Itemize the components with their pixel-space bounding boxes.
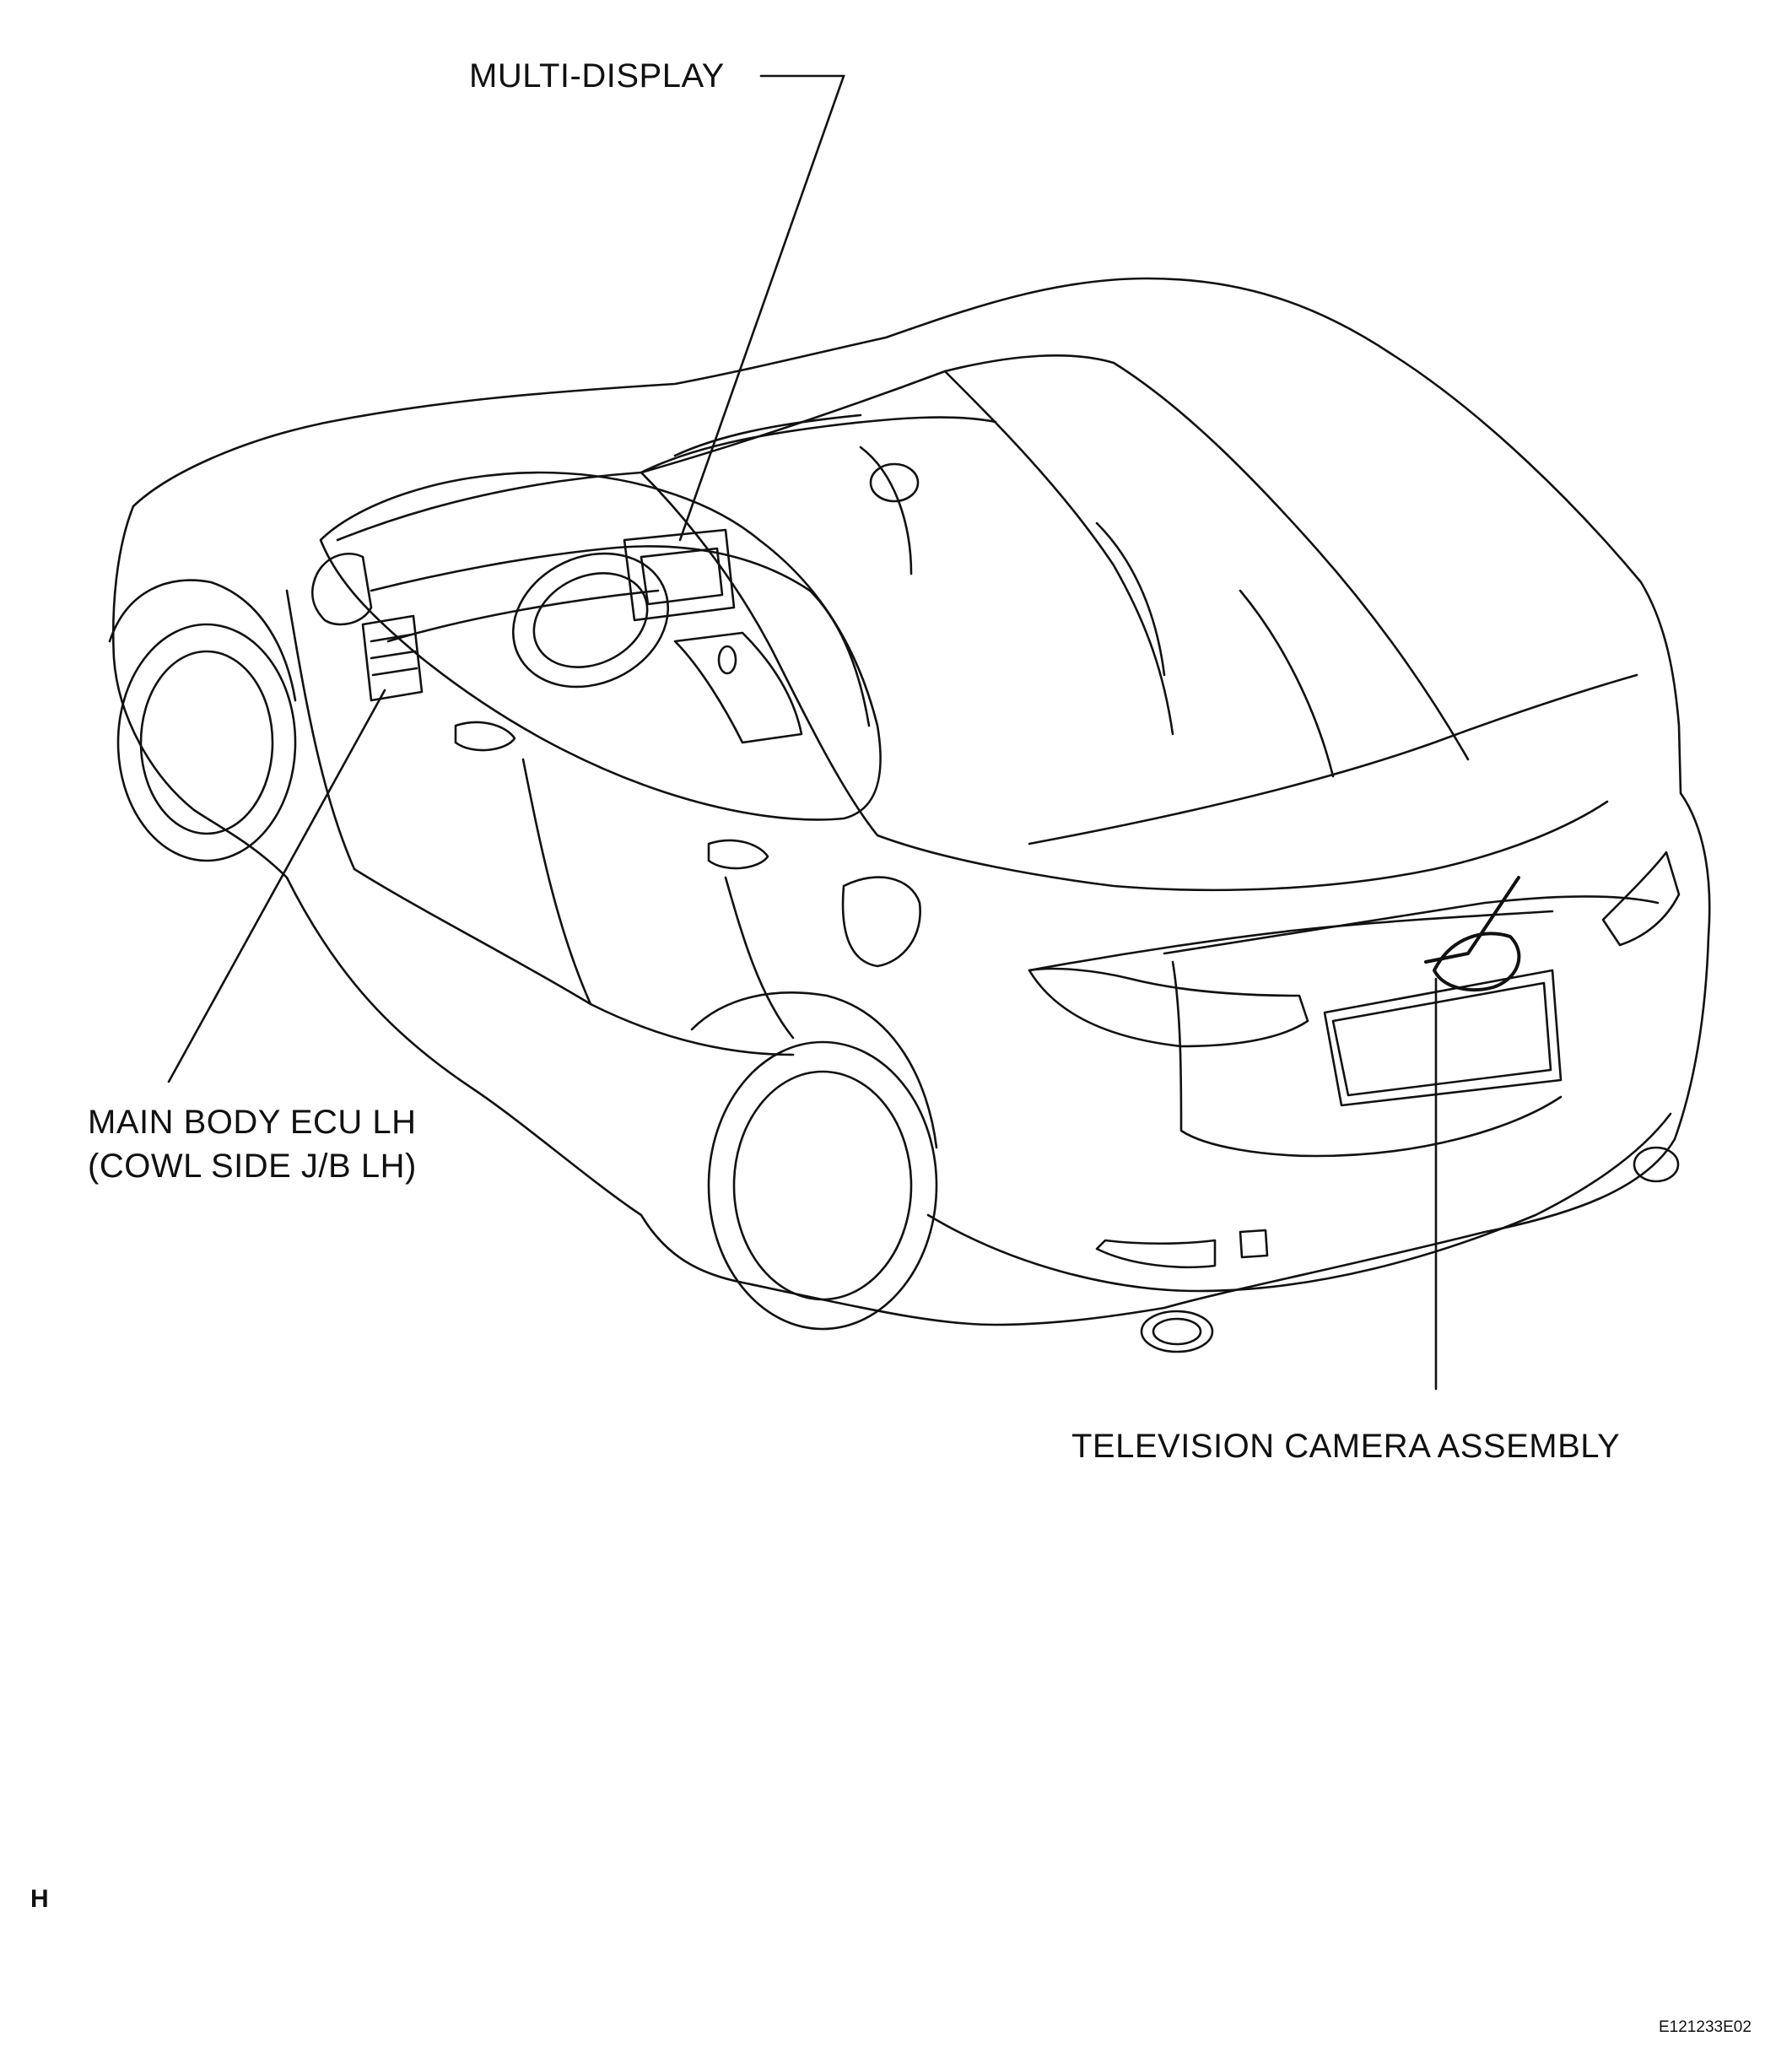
page-letter: H: [30, 1885, 49, 1913]
car-outline: [110, 278, 1709, 1352]
television-camera-label: TELEVISION CAMERA ASSEMBLY: [1071, 1428, 1621, 1465]
main-body-ecu-label-line2: (COWL SIDE J/B LH): [88, 1148, 417, 1185]
multi-display-label: MULTI-DISPLAY: [469, 57, 725, 95]
leader-line-multi-display: [680, 76, 844, 540]
figure-code: E121233E02: [1659, 2018, 1752, 2036]
main-body-ecu-label: MAIN BODY ECU LH (COWL SIDE J/B LH): [88, 1100, 417, 1188]
leader-lines: [169, 76, 1436, 1389]
main-body-ecu-label-line1: MAIN BODY ECU LH: [88, 1104, 417, 1141]
leader-line-main-body-ecu: [169, 690, 385, 1082]
